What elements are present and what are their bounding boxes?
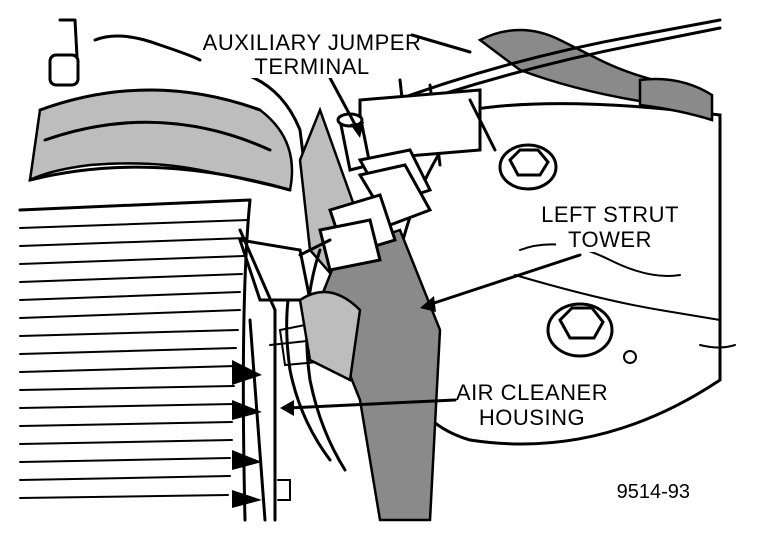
intake-hose: [28, 68, 312, 212]
aux-label-backdrop: [214, 28, 410, 78]
aux-terminal-label-line1: AUXILIARY JUMPER: [203, 30, 422, 55]
strut-tower-label-line1: LEFT STRUT: [541, 202, 679, 227]
strut-bolt-upper: [498, 143, 558, 191]
leader-strut-tower: [420, 253, 582, 312]
air-cleaner-label-line1: AIR CLEANER: [456, 380, 608, 405]
air-cleaner-label-line2: HOUSING: [479, 405, 585, 430]
strut-tower-label-line2: TOWER: [568, 227, 652, 252]
figure-number: 9514-93: [617, 481, 690, 503]
strut-label-backdrop: [556, 200, 664, 252]
leader-aux-terminal: [328, 76, 364, 138]
jumper-terminal-connector: [298, 112, 433, 272]
strut-bolt-lower: [546, 302, 614, 358]
air-cleaner-housing: [232, 228, 362, 522]
upper-hardware: [48, 18, 722, 172]
leader-air-cleaner: [280, 398, 457, 416]
aux-terminal-label-line2: TERMINAL: [254, 54, 369, 79]
radiator-grille: [18, 198, 252, 522]
air-label-backdrop: [458, 378, 604, 430]
